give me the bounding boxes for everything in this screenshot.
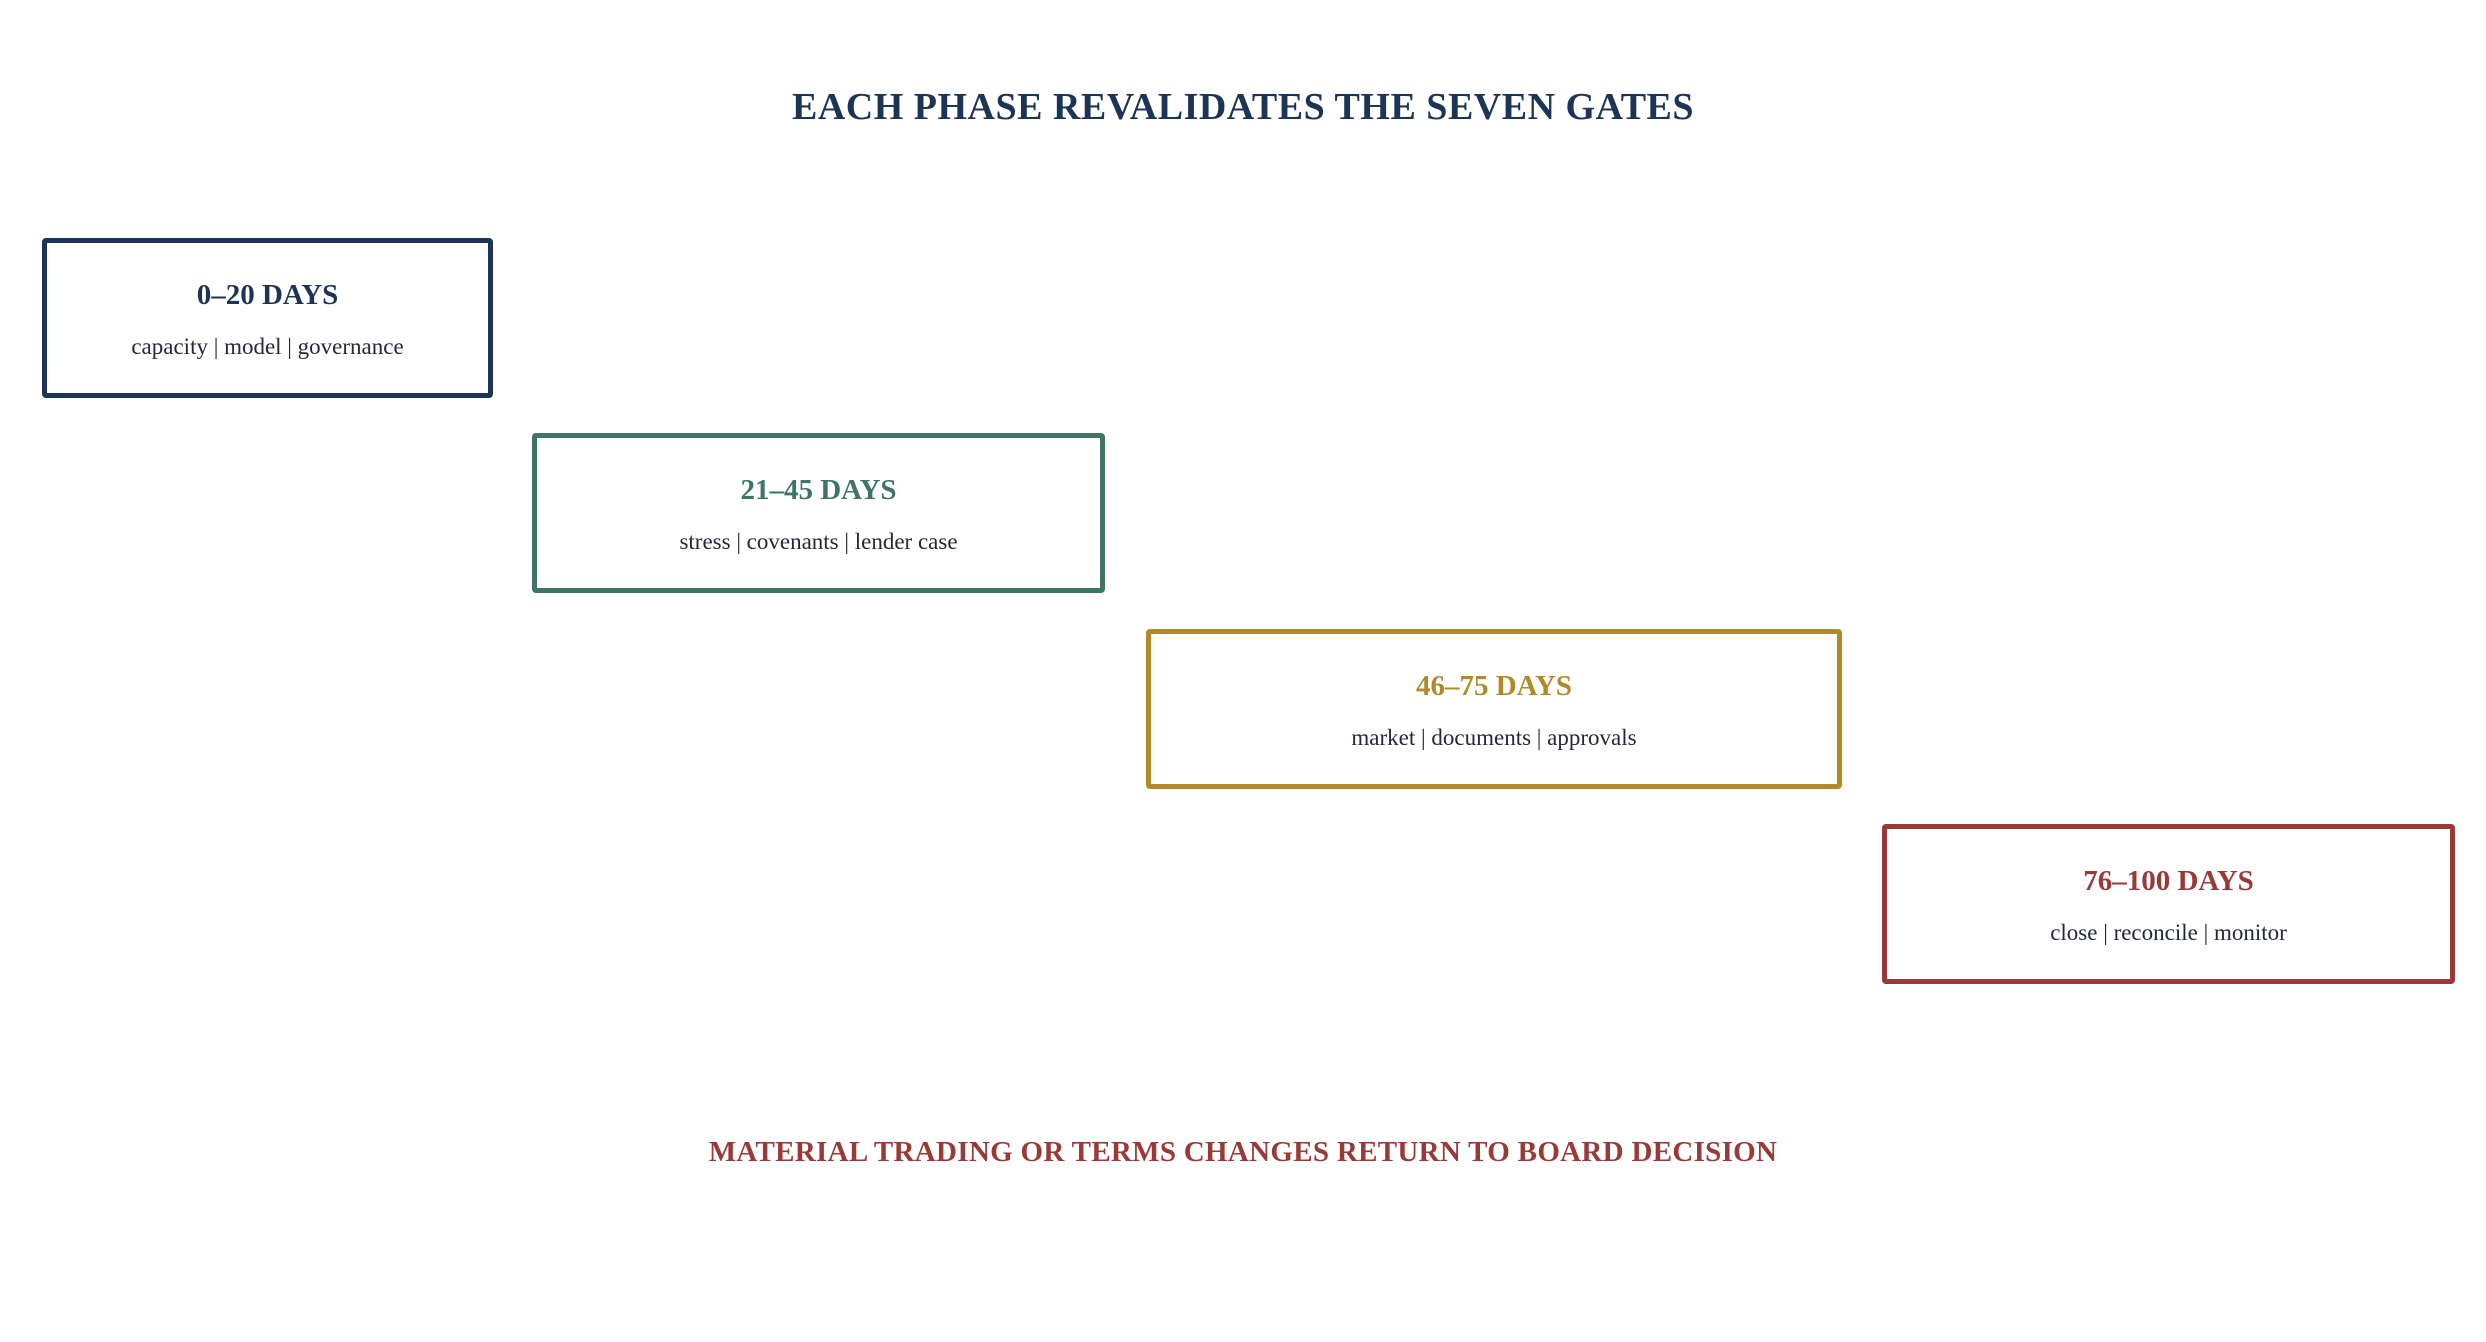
phase-heading: 76–100 DAYS bbox=[2083, 865, 2254, 897]
phase-heading: 46–75 DAYS bbox=[1415, 670, 1573, 702]
phase-heading: 0–20 DAYS bbox=[196, 279, 339, 311]
phase-box-76-100-days: 76–100 DAYS close | reconcile | monitor bbox=[1882, 824, 2455, 984]
phase-heading: 21–45 DAYS bbox=[740, 474, 897, 506]
phase-items: close | reconcile | monitor bbox=[2050, 920, 2287, 945]
phase-items: capacity | model | governance bbox=[131, 334, 404, 359]
phase-box-21-45-days: 21–45 DAYS stress | covenants | lender c… bbox=[532, 433, 1105, 593]
phase-box-0-20-days: 0–20 DAYS capacity | model | governance bbox=[42, 238, 493, 398]
phase-items: stress | covenants | lender case bbox=[679, 529, 958, 554]
diagram-title: EACH PHASE REVALIDATES THE SEVEN GATES bbox=[791, 86, 1695, 128]
footer-note: MATERIAL TRADING OR TERMS CHANGES RETURN… bbox=[708, 1136, 1778, 1168]
phase-items: market | documents | approvals bbox=[1351, 725, 1637, 750]
phase-box-46-75-days: 46–75 DAYS market | documents | approval… bbox=[1146, 629, 1842, 789]
